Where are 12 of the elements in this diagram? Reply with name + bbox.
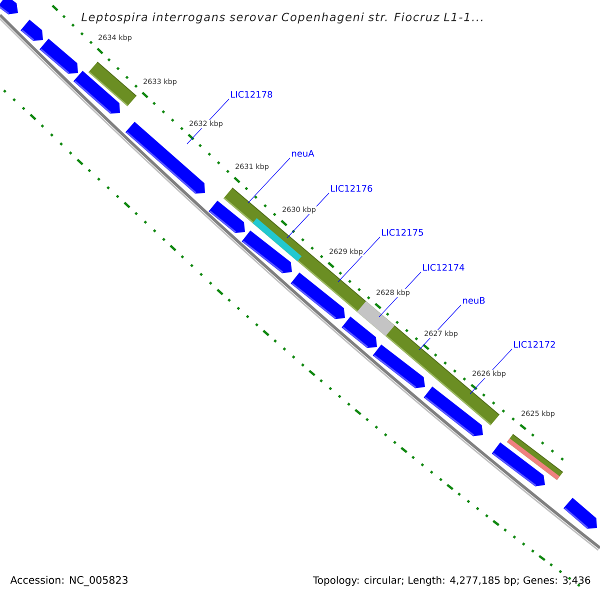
gene-label: neuB — [463, 297, 485, 304]
accession-text: Accession: NC_005823 — [10, 576, 128, 586]
gene-label: LIC12176 — [331, 185, 372, 192]
genome-summary-text: Topology: circular; Length: 4,277,185 bp; Genes: 3,436 — [312, 576, 590, 586]
title: Leptospira interrogans serovar Copenhageni str. Fiocruz L1-1... — [82, 12, 482, 24]
leader-line — [248, 158, 290, 204]
gene-label: LIC12175 — [382, 229, 423, 236]
gene-label: neuA — [292, 150, 314, 157]
gene-label: LIC12172 — [514, 341, 555, 348]
leader-line — [338, 236, 380, 282]
gene-label: LIC12174 — [423, 264, 464, 271]
gene-label: LIC12178 — [231, 91, 272, 98]
